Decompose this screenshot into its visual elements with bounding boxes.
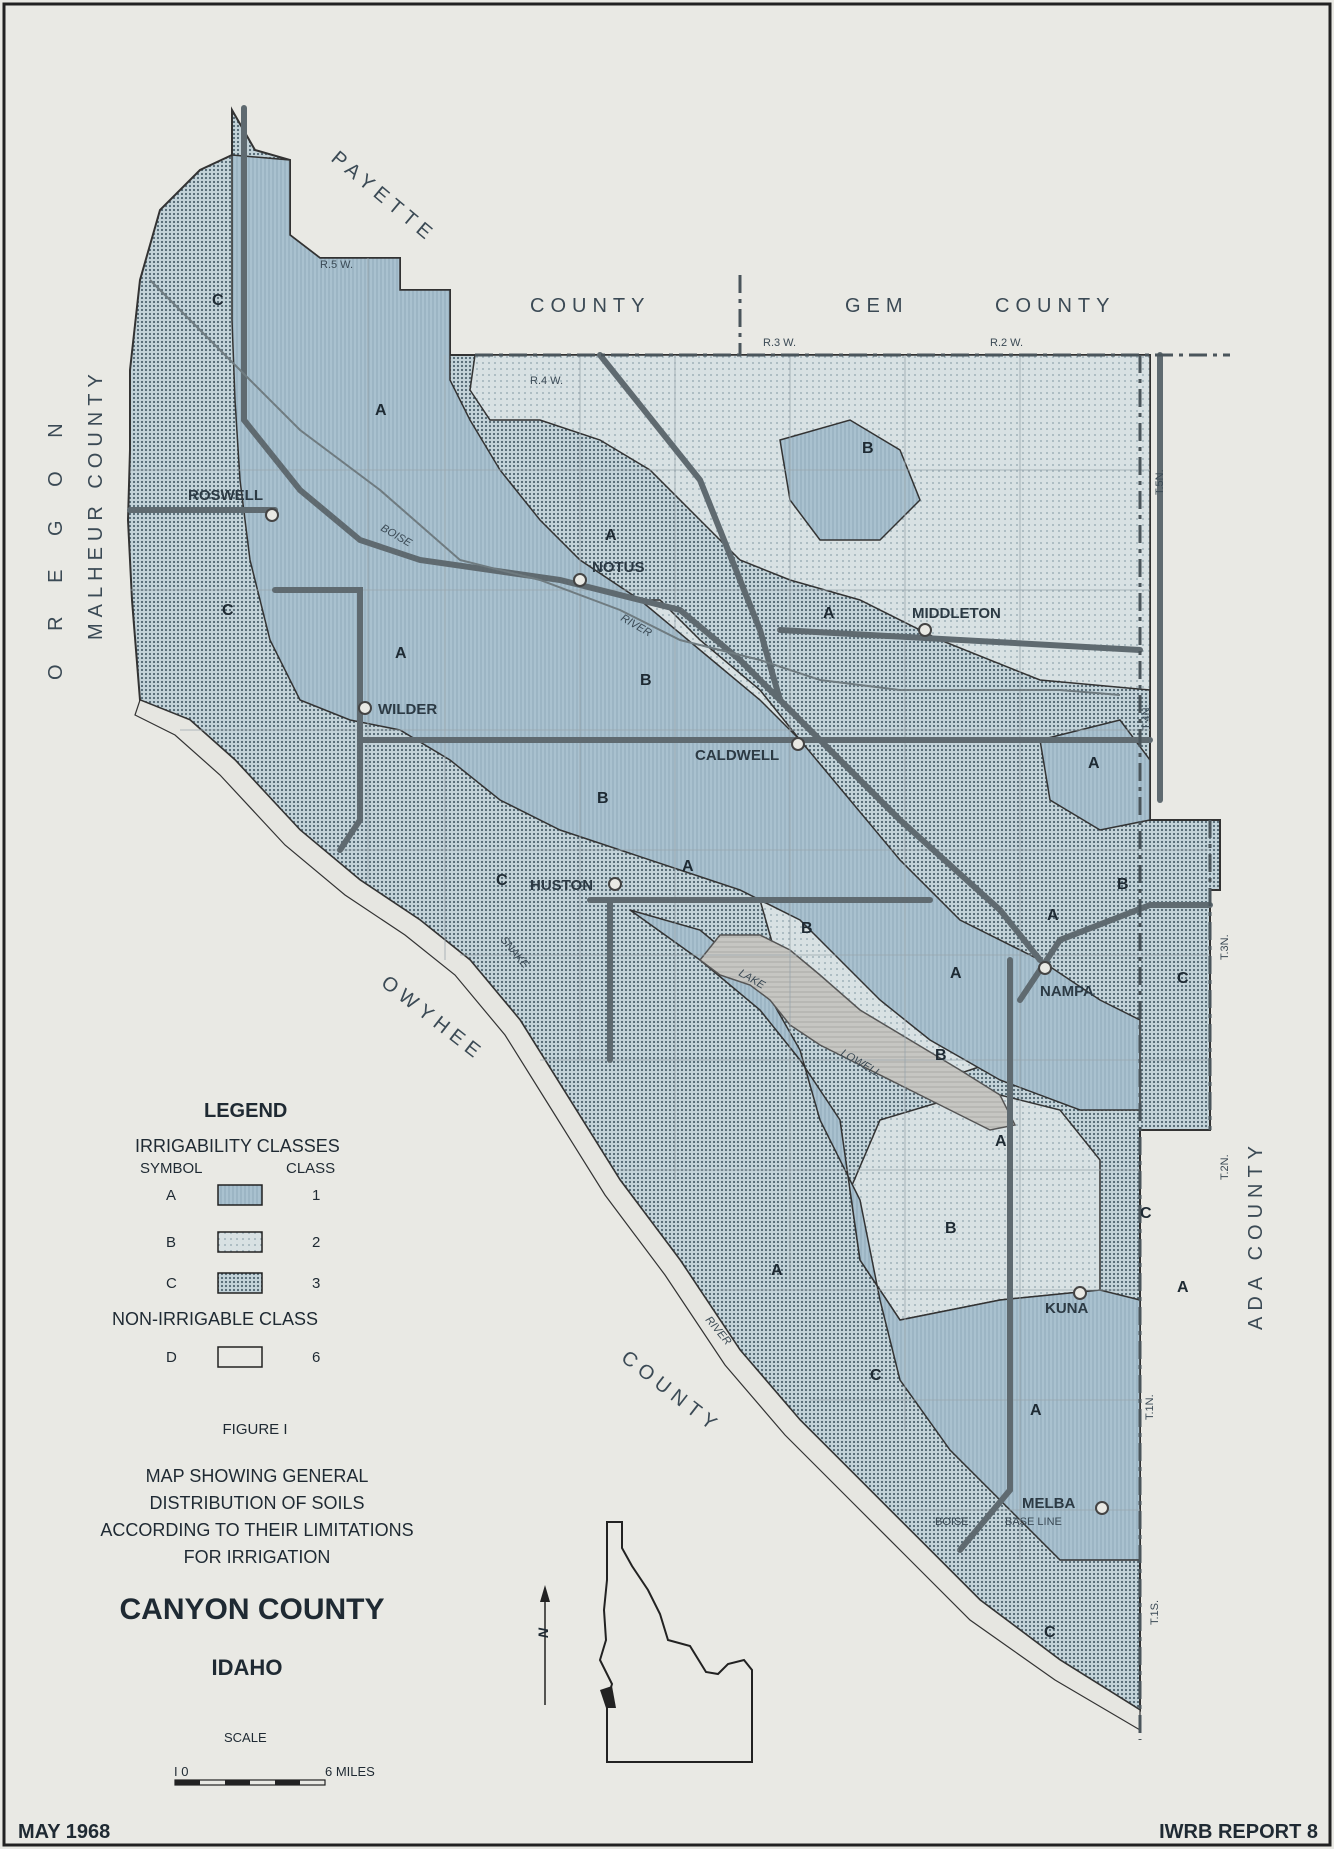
class-a-label-melba: A (1030, 1402, 1042, 1419)
legend-class-1: 1 (312, 1187, 320, 1204)
class-c-label-se: C (1044, 1624, 1056, 1641)
legend-symbol-d: D (166, 1349, 177, 1366)
class-a-label-nampa: A (1047, 907, 1059, 924)
boise-river (149, 279, 1121, 696)
scale-bar: SCALE I 0 6 MILES (174, 1730, 375, 1786)
canyon-county-inset (600, 1686, 616, 1708)
class-b-label-north: B (862, 440, 874, 457)
r4w-label: R.4 W. (530, 375, 563, 387)
t5n-label: T.5N. (1154, 469, 1166, 495)
oregon-label: O R E G O N (45, 409, 67, 680)
town-kuna: KUNA (1045, 1300, 1088, 1317)
malheur-county-label: MALHEUR COUNTY (85, 368, 107, 640)
figure-label: FIGURE I (222, 1421, 287, 1438)
t2n-label: T.2N. (1219, 1154, 1231, 1180)
gem-label: GEM (845, 295, 909, 317)
north-arrow: N (535, 1585, 551, 1705)
county-lines (475, 275, 1230, 1740)
caption-line-1: MAP SHOWING GENERAL (146, 1466, 369, 1486)
legend-class-6: 6 (312, 1349, 320, 1366)
r2w-label: R.2 W. (990, 337, 1023, 349)
ada-county-label: ADA COUNTY (1245, 1140, 1267, 1330)
legend-class-2: 2 (312, 1234, 320, 1251)
payette-label: PAYETTE (327, 147, 441, 248)
class-c-label-east: C (1177, 970, 1189, 987)
legend-swatch-d (217, 1346, 263, 1368)
town-notus: NOTUS (592, 559, 645, 576)
class-a-label-wilder: A (395, 645, 407, 662)
class-b-label-caldwell: B (640, 672, 652, 689)
class-b-label-south: B (945, 1220, 957, 1237)
class-a-label-notus: A (605, 527, 617, 544)
payette-county-label: COUNTY (530, 295, 650, 317)
class-c-label-huston: C (496, 872, 508, 889)
town-middleton: MIDDLETON (912, 605, 1001, 622)
section-grid (130, 258, 1210, 1560)
class-b-label-south-lake: B (935, 1047, 947, 1064)
town-melba: MELBA (1022, 1495, 1075, 1512)
class-b-label-ne: B (1117, 876, 1129, 893)
class-b-label-small: B (597, 790, 609, 807)
class-c-label-sw: C (870, 1367, 882, 1384)
legend-title: LEGEND (204, 1100, 287, 1122)
legend-subtitle: IRRIGABILITY CLASSES (135, 1136, 340, 1156)
legend: LEGEND IRRIGABILITY CLASSES SYMBOL CLASS… (112, 1100, 340, 1368)
class-a-label-center: A (682, 858, 694, 875)
figure-county-title: CANYON COUNTY (119, 1593, 384, 1626)
legend-swatch-a (217, 1184, 263, 1206)
r5w-label: R.5 W. (320, 259, 353, 271)
town-caldwell: CALDWELL (695, 747, 779, 764)
figure-state-title: IDAHO (212, 1655, 283, 1680)
figure-caption: FIGURE I MAP SHOWING GENERAL DISTRIBUTIO… (100, 1421, 413, 1680)
class-b-label-lake: B (801, 920, 813, 937)
legend-non-title: NON-IRRIGABLE CLASS (112, 1309, 318, 1329)
town-wilder: WILDER (378, 701, 437, 718)
legend-col-class: CLASS (286, 1160, 335, 1177)
base-line-label: BASE LINE (1005, 1516, 1062, 1528)
class-c-label-west: C (222, 602, 234, 619)
caption-line-3: ACCORDING TO THEIR LIMITATIONS (100, 1520, 413, 1540)
legend-swatch-b (217, 1231, 263, 1253)
class-a-label-south: A (771, 1262, 783, 1279)
r3w-label: R.3 W. (763, 337, 796, 349)
boise-meridian-label: BOISE (935, 1516, 969, 1528)
class-a-label-south-lake: A (995, 1133, 1007, 1150)
legend-symbol-a: A (166, 1187, 176, 1204)
class-a-label-east: A (1088, 755, 1100, 772)
scale-right-label: 6 MILES (325, 1764, 375, 1779)
idaho-inset-outline (598, 1521, 753, 1763)
gem-county-label: COUNTY (995, 295, 1115, 317)
t4n-label: T.4N. (1141, 704, 1153, 730)
legend-class-3: 3 (312, 1275, 320, 1292)
footer-date: MAY 1968 (18, 1821, 110, 1843)
roads (127, 105, 1213, 1553)
t3n-label: T.3N. (1219, 934, 1231, 960)
class-c-label-nw: C (212, 292, 224, 309)
legend-swatch-c (217, 1272, 263, 1294)
caption-line-4: FOR IRRIGATION (184, 1547, 331, 1567)
town-huston: HUSTON (530, 877, 593, 894)
owyhee-county-label: COUNTY (617, 1347, 725, 1438)
legend-col-symbol: SYMBOL (140, 1160, 203, 1177)
scale-left-label: I 0 (174, 1764, 188, 1779)
class-a-label-north: A (375, 402, 387, 419)
class-a-label-kuna: A (1177, 1279, 1189, 1296)
town-nampa: NAMPA (1040, 983, 1094, 1000)
class-c-label-kuna: C (1140, 1205, 1152, 1222)
lake-lowell (698, 934, 1017, 1131)
class-a-label-lake: A (950, 965, 962, 982)
legend-symbol-b: B (166, 1234, 176, 1251)
footer-report: IWRB REPORT 8 (1159, 1821, 1318, 1843)
town-roswell: ROSWELL (188, 487, 263, 504)
t1s-label: T.1S. (1149, 1600, 1161, 1625)
legend-symbol-c: C (166, 1275, 177, 1292)
class-a-label-middleton: A (823, 605, 835, 622)
north-label: N (535, 1627, 551, 1638)
scale-title: SCALE (224, 1730, 267, 1745)
caption-line-2: DISTRIBUTION OF SOILS (149, 1493, 364, 1513)
t1n-label: T.1N. (1144, 1394, 1156, 1420)
town-markers (265, 508, 1109, 1515)
